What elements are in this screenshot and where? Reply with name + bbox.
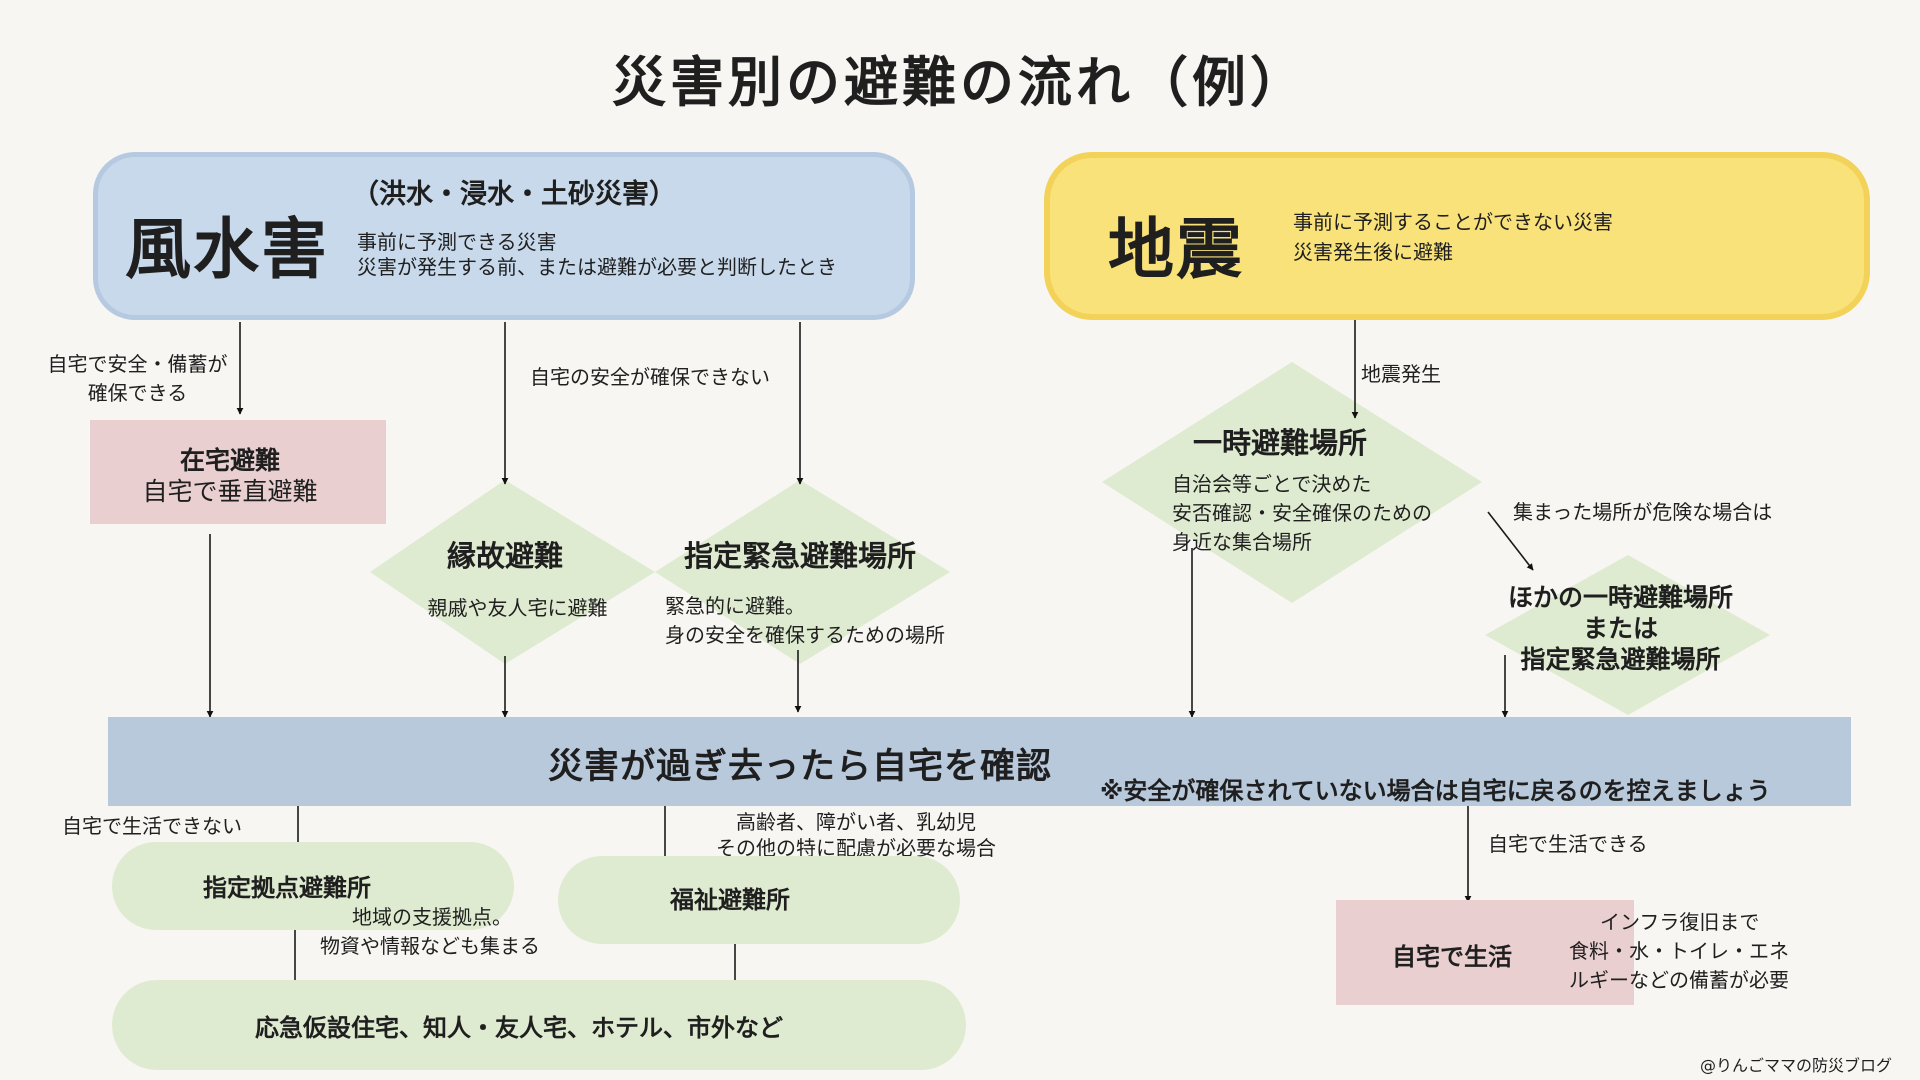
label-cannot-live: 自宅で生活できない: [62, 814, 242, 838]
band-note: ※安全が確保されていない場合は自宅に戻るのを控えましょう: [1100, 777, 1771, 805]
diamond-shitei: [655, 480, 950, 664]
zaitaku-box: [90, 420, 386, 524]
kyoten-pill: [112, 842, 514, 930]
kyoten-title: 指定拠点避難所: [203, 874, 371, 902]
other-line-1: ほかの一時避難場所: [1507, 583, 1733, 612]
label-safe-2: 確保できる: [87, 381, 188, 405]
fusuigai-box: [93, 152, 915, 320]
fusuigai-desc-2: 災害が発生する前、または避難が必要と判断したとき: [357, 255, 837, 279]
fukushi-pill: [558, 856, 960, 944]
credit-text: @りんごママの防災ブログ: [1700, 1056, 1893, 1075]
diamond-ichiji: [1102, 362, 1482, 603]
final-pill: [112, 980, 966, 1070]
page-title: 災害別の避難の流れ（例）: [612, 51, 1308, 114]
other-line-2: または: [1582, 614, 1658, 643]
shitei-sub-2: 身の安全を確保するための場所: [665, 623, 945, 647]
diamond-enko: [370, 480, 655, 664]
check-home-band: [108, 717, 1851, 806]
label-care-1: 高齢者、障がい者、乳幼児: [736, 810, 976, 834]
fusuigai-desc-1: 事前に予測できる災害: [357, 230, 557, 254]
ichiji-sub-2: 安否確認・安全確保のための: [1172, 501, 1432, 525]
arrow-to-other: [1487, 511, 1534, 571]
home-note-1: インフラ復旧まで: [1600, 910, 1760, 934]
zaitaku-title: 在宅避難: [179, 446, 280, 475]
diamond-other: [1485, 555, 1770, 715]
fusuigai-kinds: （洪水・浸水・土砂災害）: [352, 179, 676, 210]
label-quake: 地震発生: [1361, 362, 1441, 386]
band-main: 災害が過ぎ去ったら自宅を確認: [548, 747, 1053, 787]
home-box: [1336, 900, 1634, 1005]
jishin-box: [1044, 152, 1870, 320]
label-can-live: 自宅で生活できる: [1488, 832, 1648, 856]
enko-title: 縁故避難: [446, 539, 563, 573]
jishin-desc-2: 災害発生後に避難: [1293, 240, 1453, 264]
jishin-name: 地震: [1108, 211, 1244, 288]
kyoten-sub-2: 物資や情報なども集まる: [320, 934, 540, 958]
other-line-3: 指定緊急避難場所: [1520, 645, 1721, 674]
fukushi-title: 福祉避難所: [670, 886, 790, 914]
shitei-sub-1: 緊急的に避難。: [665, 594, 805, 618]
jishin-desc-1: 事前に予測することができない災害: [1293, 210, 1613, 234]
ichiji-sub-1: 自治会等ごとで決めた: [1172, 472, 1372, 496]
zaitaku-sub: 自宅で垂直避難: [142, 477, 318, 506]
final-text: 応急仮設住宅、知人・友人宅、ホテル、市外など: [255, 1014, 783, 1042]
ichiji-title: 一時避難場所: [1193, 426, 1368, 460]
label-danger: 集まった場所が危険な場合は: [1513, 500, 1773, 524]
home-title: 自宅で生活: [1392, 943, 1512, 971]
ichiji-sub-3: 身近な集合場所: [1172, 530, 1312, 554]
enko-sub: 親戚や友人宅に避難: [427, 596, 608, 620]
label-unsafe: 自宅の安全が確保できない: [530, 365, 770, 389]
kyoten-sub-1: 地域の支援拠点。: [352, 905, 512, 929]
shitei-title: 指定緊急避難場所: [684, 539, 917, 573]
home-note-2: 食料・水・トイレ・エネ: [1569, 939, 1789, 963]
home-note-3: ルギーなどの備蓄が必要: [1569, 968, 1789, 992]
fusuigai-name: 風水害: [125, 211, 329, 288]
label-safe-1: 自宅で安全・備蓄が: [47, 352, 228, 376]
